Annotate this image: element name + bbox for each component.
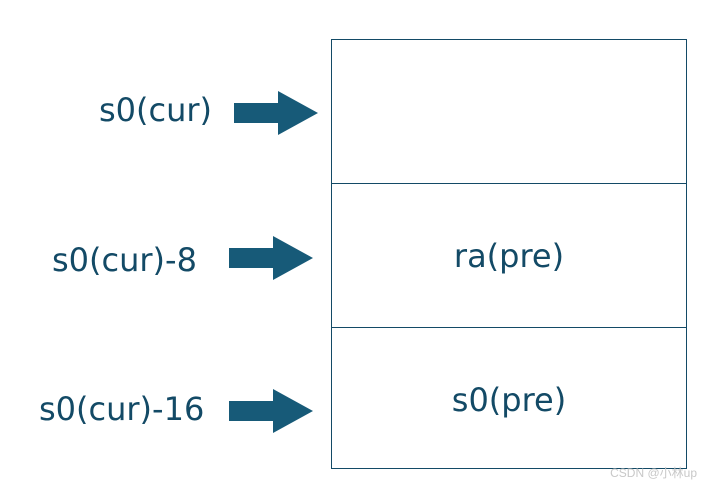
pointer-label-cur: s0(cur) [99, 91, 213, 129]
pointer-label-cur-minus-8: s0(cur)-8 [52, 241, 197, 279]
stack-cell-text: s0(pre) [451, 380, 567, 419]
stack-frame: ra(pre) s0(pre) [331, 39, 687, 469]
pointer-label-cur-minus-16: s0(cur)-16 [39, 390, 205, 428]
right-arrow-icon [229, 389, 315, 433]
watermark: CSDN @小林up [610, 466, 697, 480]
right-arrow-icon [234, 91, 320, 135]
stack-cell-ra: ra(pre) [332, 183, 686, 327]
right-arrow-icon [229, 236, 315, 280]
stack-cell-s0: s0(pre) [332, 327, 686, 471]
stack-cell-text: ra(pre) [453, 236, 565, 275]
stack-cell-top [332, 40, 686, 183]
